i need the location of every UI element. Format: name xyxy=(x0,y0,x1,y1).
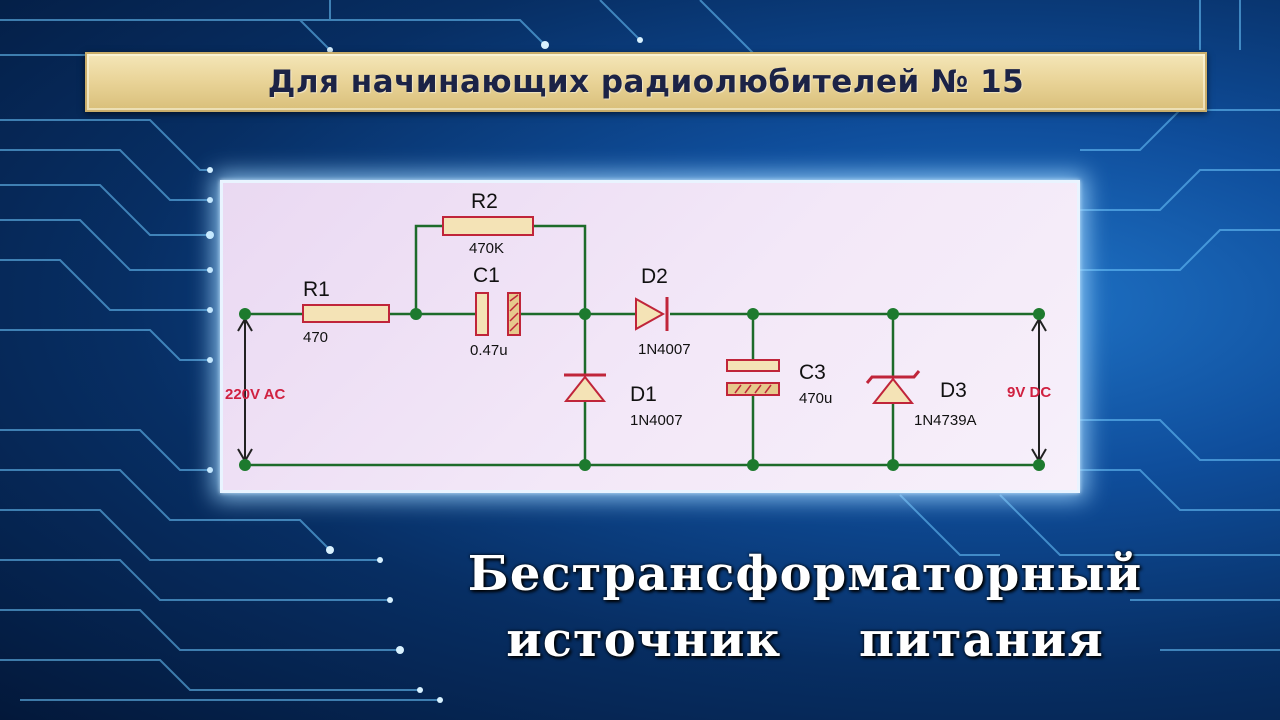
junction-node xyxy=(747,308,759,320)
diode-d1: D1 1N4007 xyxy=(563,373,683,429)
junction-node xyxy=(887,308,899,320)
wire xyxy=(414,224,443,314)
d2-value: 1N4007 xyxy=(638,341,691,358)
junction-node xyxy=(1033,459,1045,471)
c3-name: C3 xyxy=(799,361,826,384)
r2-name: R2 xyxy=(471,190,498,213)
junction-node xyxy=(239,459,251,471)
junction-node xyxy=(887,459,899,471)
capacitor-c1: C1 0.47u xyxy=(470,264,521,359)
resistor-r2: R2 470K xyxy=(442,190,534,257)
input-voltage-label: 220V AC xyxy=(225,386,285,403)
c3-value: 470u xyxy=(799,390,832,407)
d3-value: 1N4739A xyxy=(914,412,977,429)
circuit-schematic: R1 470 R2 470K C1 0.47u D2 1N4007 xyxy=(225,190,1051,471)
junction-node xyxy=(579,459,591,471)
banner-title: Для начинающих радиолюбителей № 15 xyxy=(267,64,1025,100)
title-banner: Для начинающих радиолюбителей № 15 xyxy=(85,52,1207,112)
junction-node xyxy=(239,308,251,320)
resistor-r1: R1 470 xyxy=(302,278,390,346)
r1-value: 470 xyxy=(303,329,328,346)
junction-node xyxy=(579,308,591,320)
junction-node xyxy=(1033,308,1045,320)
d1-value: 1N4007 xyxy=(630,412,683,429)
junction-node xyxy=(410,308,422,320)
c1-value: 0.47u xyxy=(470,342,508,359)
zener-diode-d3: D3 1N4739A xyxy=(865,370,977,429)
subtitle-line-2: источник питания xyxy=(506,612,1104,668)
schematic-panel: R1 470 R2 470K C1 0.47u D2 1N4007 xyxy=(220,180,1080,493)
d3-name: D3 xyxy=(940,379,967,402)
r1-name: R1 xyxy=(303,278,330,301)
output-voltage-label: 9V DC xyxy=(1007,384,1051,401)
junction-node xyxy=(747,459,759,471)
capacitor-c3: C3 470u xyxy=(726,359,832,407)
wire xyxy=(533,224,587,314)
d2-name: D2 xyxy=(641,265,668,288)
diode-d2: D2 1N4007 xyxy=(635,265,691,358)
r2-value: 470K xyxy=(469,240,504,257)
d1-name: D1 xyxy=(630,383,657,406)
c1-name: C1 xyxy=(473,264,500,287)
subtitle-line-1: Бестрансформаторный xyxy=(467,546,1143,602)
